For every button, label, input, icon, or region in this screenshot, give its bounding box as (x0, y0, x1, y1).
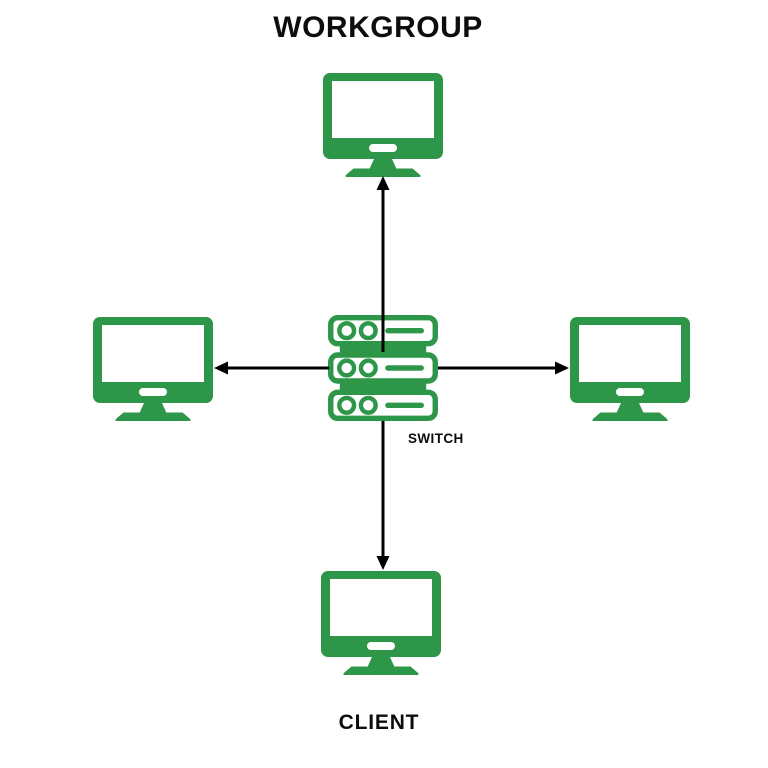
workstation-left (91, 315, 215, 422)
workstation-right (568, 315, 692, 422)
computer-monitor-icon (321, 71, 445, 178)
workstation-bottom (319, 569, 443, 676)
computer-monitor-icon (319, 569, 443, 676)
computer-monitor-icon (91, 315, 215, 422)
network-switch-icon (328, 315, 438, 421)
arrow-switch-to-bottom (376, 421, 390, 570)
switch-node (328, 315, 438, 421)
workstation-top (321, 71, 445, 178)
arrow-switch-to-right (438, 361, 569, 375)
arrow-switch-to-left (214, 361, 329, 375)
client-label: CLIENT (338, 711, 420, 734)
switch-label: SWITCH (408, 431, 464, 446)
diagram-title: WORKGROUP (273, 11, 483, 44)
computer-monitor-icon (568, 315, 692, 422)
